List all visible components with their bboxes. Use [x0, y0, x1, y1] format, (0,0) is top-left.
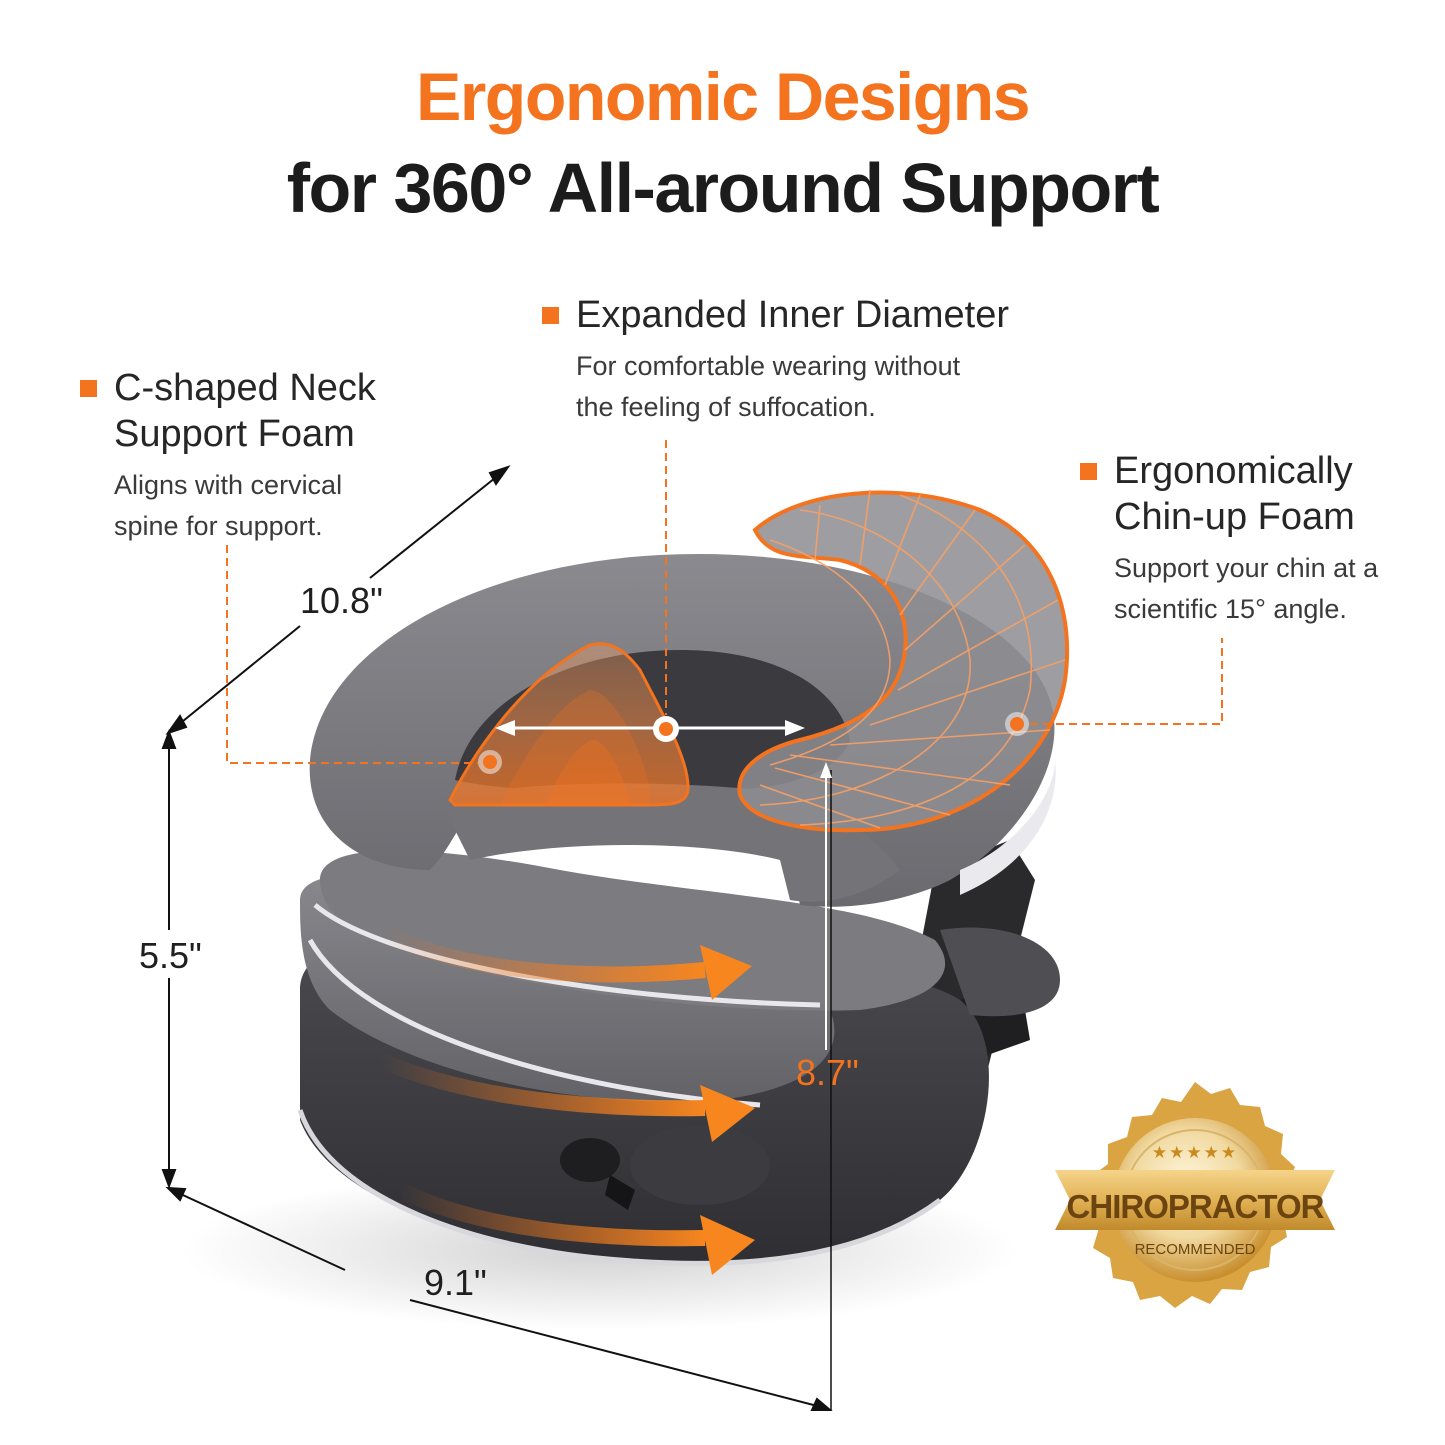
dimension-width-label: 9.1" — [424, 1262, 487, 1303]
dimension-extended-height-label: 8.7" — [796, 1052, 859, 1093]
feature-desc-line1: Aligns with cervical — [114, 470, 343, 500]
orange-square-bullet-icon — [542, 307, 559, 324]
feature-desc-line1: Support your chin at a — [1114, 553, 1379, 583]
leader-line-chin-foam — [1030, 638, 1223, 725]
page-title: for 360° All-around Support — [286, 149, 1160, 227]
c-shaped-neck-foam-highlight — [448, 642, 690, 807]
feature-title-line2: Chin-up Foam — [1114, 496, 1355, 538]
feature-desc-line2: scientific 15° angle. — [1114, 594, 1347, 624]
feature-desc-line2: the feeling of suffocation. — [576, 392, 876, 422]
feature-desc-line2: spine for support. — [114, 511, 323, 541]
dimension-height-label: 5.5" — [135, 935, 206, 977]
leader-line-neck-foam — [226, 545, 478, 764]
feature-title-line1: C-shaped Neck — [114, 367, 376, 409]
badge-title: CHIROPRACTOR — [1066, 1188, 1325, 1225]
orange-square-bullet-icon — [1080, 463, 1097, 480]
chiropractor-recommended-badge: ★★★★★ CHIROPRACTOR RECOMMENDED — [1060, 1085, 1330, 1315]
chin-up-foam-highlight — [737, 489, 1070, 833]
page-title-highlight: Ergonomic Designs — [415, 59, 1031, 135]
chiropractor-badge-seal — [1055, 1082, 1335, 1308]
feature-neck-support-foam: C-shaped Neck Support Foam Aligns with c… — [80, 365, 376, 547]
feature-title-line2: Support Foam — [114, 413, 355, 455]
feature-desc-line1: For comfortable wearing without — [576, 351, 961, 381]
badge-subtitle: RECOMMENDED — [1134, 1241, 1256, 1258]
feature-chin-up-foam: Ergonomically Chin-up Foam Support your … — [1080, 448, 1379, 630]
dimension-depth-label: 10.8" — [296, 580, 387, 622]
five-stars-icon: ★★★★★ — [1151, 1143, 1239, 1162]
orange-square-bullet-icon — [80, 380, 97, 397]
feature-title-line1: Ergonomically — [1114, 450, 1353, 492]
feature-expanded-inner-diameter: Expanded Inner Diameter For comfortable … — [542, 292, 1010, 428]
feature-title-line1: Expanded Inner Diameter — [576, 294, 1010, 336]
